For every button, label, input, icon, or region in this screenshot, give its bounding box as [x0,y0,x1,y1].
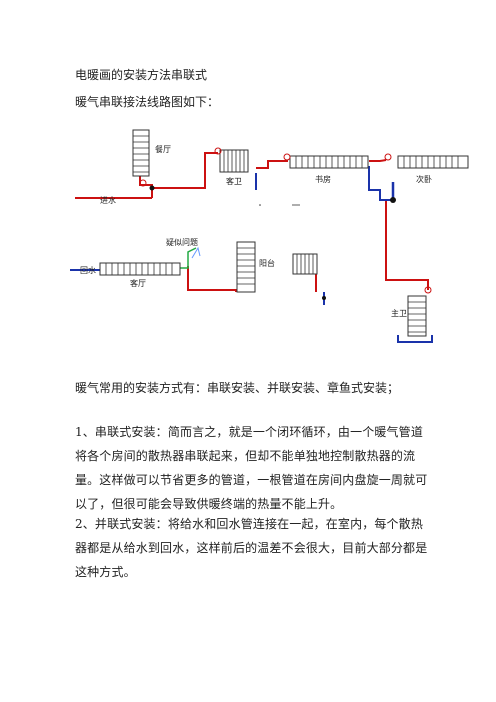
return-pipes [70,166,433,343]
supply-pipes [75,152,429,292]
label-bedroom: 次卧 [416,174,432,184]
label-supply: 进水 [100,195,116,205]
supply-pipe [385,200,429,290]
supply-pipe [369,159,387,162]
valve-icon [214,147,222,155]
intro-paragraph: 暖气常用的安装方式有：串联安装、并联安装、章鱼式安装； [75,381,400,395]
radiator-study [289,155,369,169]
radiator-bedroom [397,155,469,169]
issue-pipe [180,246,201,269]
parallel-installation-paragraph: 2、并联式安装：将给水和回水管连接在一起，在室内，每个散热器都是从给水到回水，这… [75,517,428,579]
radiator-balcony-tall [236,241,256,293]
junction-dots [149,185,396,300]
radiator-master-bath [407,295,427,337]
return-pipe [368,166,395,201]
valve-icon [283,153,291,161]
label-master-bath: 主卫 [391,308,407,318]
supply-pipe [152,152,218,189]
document-subtitle: 暖气串联接法线路图如下： [75,95,220,109]
document-title: 电暖画的安装方法串联式 [75,68,208,82]
supply-pipe [187,266,237,292]
label-living: 客厅 [130,278,146,288]
label-guest-bath: 客卫 [226,176,242,186]
label-study: 书房 [315,174,331,184]
label-return: 回水 [80,265,96,275]
valve-icon [139,179,147,187]
label-suspected-issue: 疑似问题 [166,237,198,247]
tick-dot [259,204,261,206]
supply-pipe [139,176,153,198]
heating-series-diagram: 餐厅 客卫 书房 次卧 进水 疑似问题 回水 客厅 阳台 主卫 [70,129,469,343]
radiator-balcony-small [292,253,318,275]
return-pipe [397,335,433,343]
series-installation-paragraph: 1、串联式安装：简而言之，就是一个闭环循环，由一个暖气管道将各个房间的散热器串联… [75,425,428,511]
label-dining: 餐厅 [155,145,171,154]
valve-icon [424,286,432,294]
supply-pipe [256,160,288,169]
valve-icon [384,153,392,161]
radiator-dining [132,129,150,177]
label-balcony: 阳台 [259,258,275,268]
valve-icons [139,147,432,294]
radiator-guest-bath [219,149,249,173]
radiator-living [99,262,181,276]
